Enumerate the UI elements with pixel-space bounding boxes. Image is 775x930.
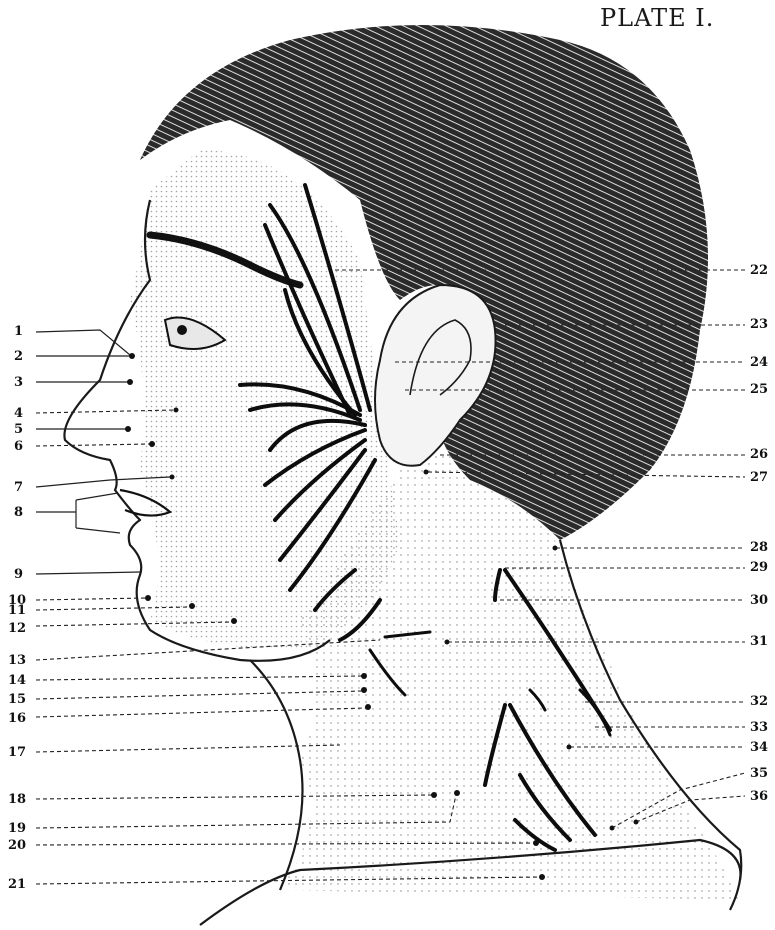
- label-29: 29: [750, 560, 768, 575]
- label-13: 13: [8, 653, 26, 668]
- label-6: 6: [14, 439, 23, 454]
- label-34: 34: [750, 740, 768, 755]
- label-12: 12: [8, 621, 26, 636]
- label-2: 2: [14, 349, 23, 364]
- neck-front-outline: [250, 660, 303, 890]
- label-21: 21: [8, 877, 26, 892]
- label-25: 25: [750, 382, 768, 397]
- label-5: 5: [14, 422, 23, 437]
- label-35: 35: [750, 766, 768, 781]
- label-11: 11: [8, 603, 26, 618]
- label-26: 26: [750, 447, 768, 462]
- label-14: 14: [8, 673, 26, 688]
- label-32: 32: [750, 694, 768, 709]
- label-30: 30: [750, 593, 768, 608]
- label-27: 27: [750, 470, 768, 485]
- label-3: 3: [14, 375, 23, 390]
- label-22: 22: [750, 263, 768, 278]
- label-16: 16: [8, 711, 26, 726]
- label-1: 1: [14, 324, 23, 339]
- label-31: 31: [750, 634, 768, 649]
- label-8: 8: [14, 505, 23, 520]
- eye-pupil: [177, 325, 187, 335]
- label-15: 15: [8, 692, 26, 707]
- label-28: 28: [750, 540, 768, 555]
- label-24: 24: [750, 355, 768, 370]
- label-33: 33: [750, 720, 768, 735]
- label-7: 7: [14, 480, 23, 495]
- label-19: 19: [8, 821, 26, 836]
- label-36: 36: [750, 789, 768, 804]
- label-9: 9: [14, 567, 23, 582]
- label-4: 4: [14, 406, 23, 421]
- label-18: 18: [8, 792, 26, 807]
- label-23: 23: [750, 317, 768, 332]
- label-20: 20: [8, 838, 26, 853]
- label-17: 17: [8, 745, 26, 760]
